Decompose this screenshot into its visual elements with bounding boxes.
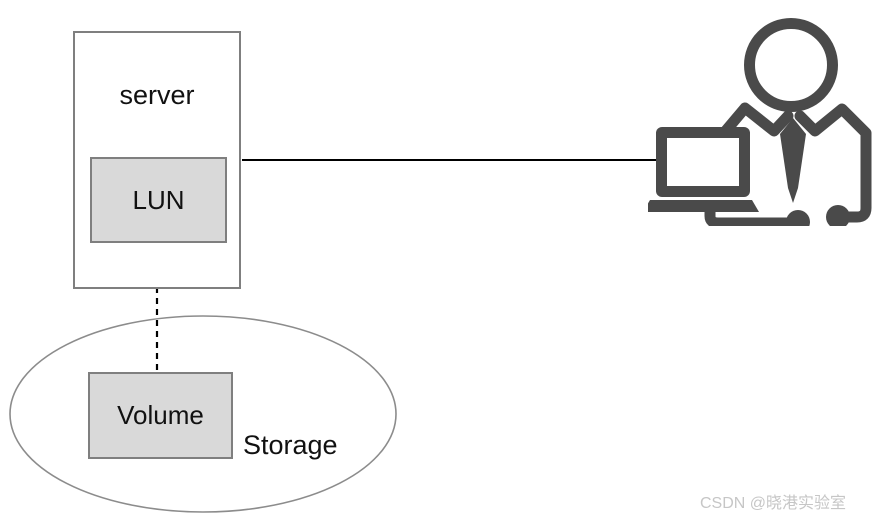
server-label: server	[119, 80, 195, 110]
user-head-icon	[744, 18, 838, 112]
user-right-shoulder	[794, 103, 872, 223]
admin-user-with-laptop-icon	[648, 18, 872, 226]
volume-box: Volume	[88, 372, 233, 459]
watermark-text: CSDN @晓港实验室	[700, 495, 847, 512]
lun-label: LUN	[132, 184, 185, 215]
user-tie	[780, 118, 806, 203]
laptop-base	[648, 200, 759, 212]
cable-dot-left	[786, 210, 810, 226]
cable-dot-right	[826, 205, 850, 226]
storage-label: Storage	[243, 430, 338, 460]
lun-box: LUN	[90, 157, 227, 243]
laptop-screen	[667, 138, 739, 186]
user-left-shoulder	[712, 102, 794, 146]
cable-line	[704, 203, 793, 226]
volume-label: Volume	[117, 400, 204, 430]
storage-ellipse	[9, 315, 397, 513]
